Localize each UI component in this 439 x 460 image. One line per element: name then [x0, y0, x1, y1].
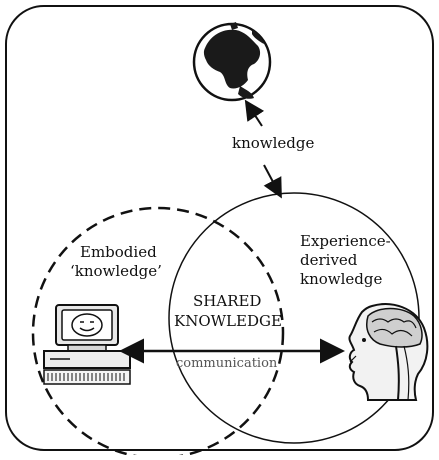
computer-icon — [43, 304, 131, 385]
knowledge-label: knowledge — [232, 134, 314, 152]
outer-frame — [5, 5, 434, 451]
communication-label: communication — [176, 356, 278, 371]
embodied-label-line2: ‘knowledge’ — [70, 262, 162, 280]
human-head-icon — [348, 303, 429, 401]
arrow-to-globe — [244, 99, 265, 127]
experience-label-line2: derived — [300, 251, 358, 269]
shared-knowledge-line2: KNOWLEDGE — [174, 312, 282, 330]
arrow-to-experience — [263, 164, 282, 199]
shared-knowledge-line1: SHARED — [193, 292, 261, 310]
experience-label-line1: Experience- — [300, 232, 391, 250]
experience-label-line3: knowledge — [300, 270, 382, 288]
embodied-label-line1: Embodied — [80, 243, 157, 261]
globe-icon — [192, 22, 272, 102]
